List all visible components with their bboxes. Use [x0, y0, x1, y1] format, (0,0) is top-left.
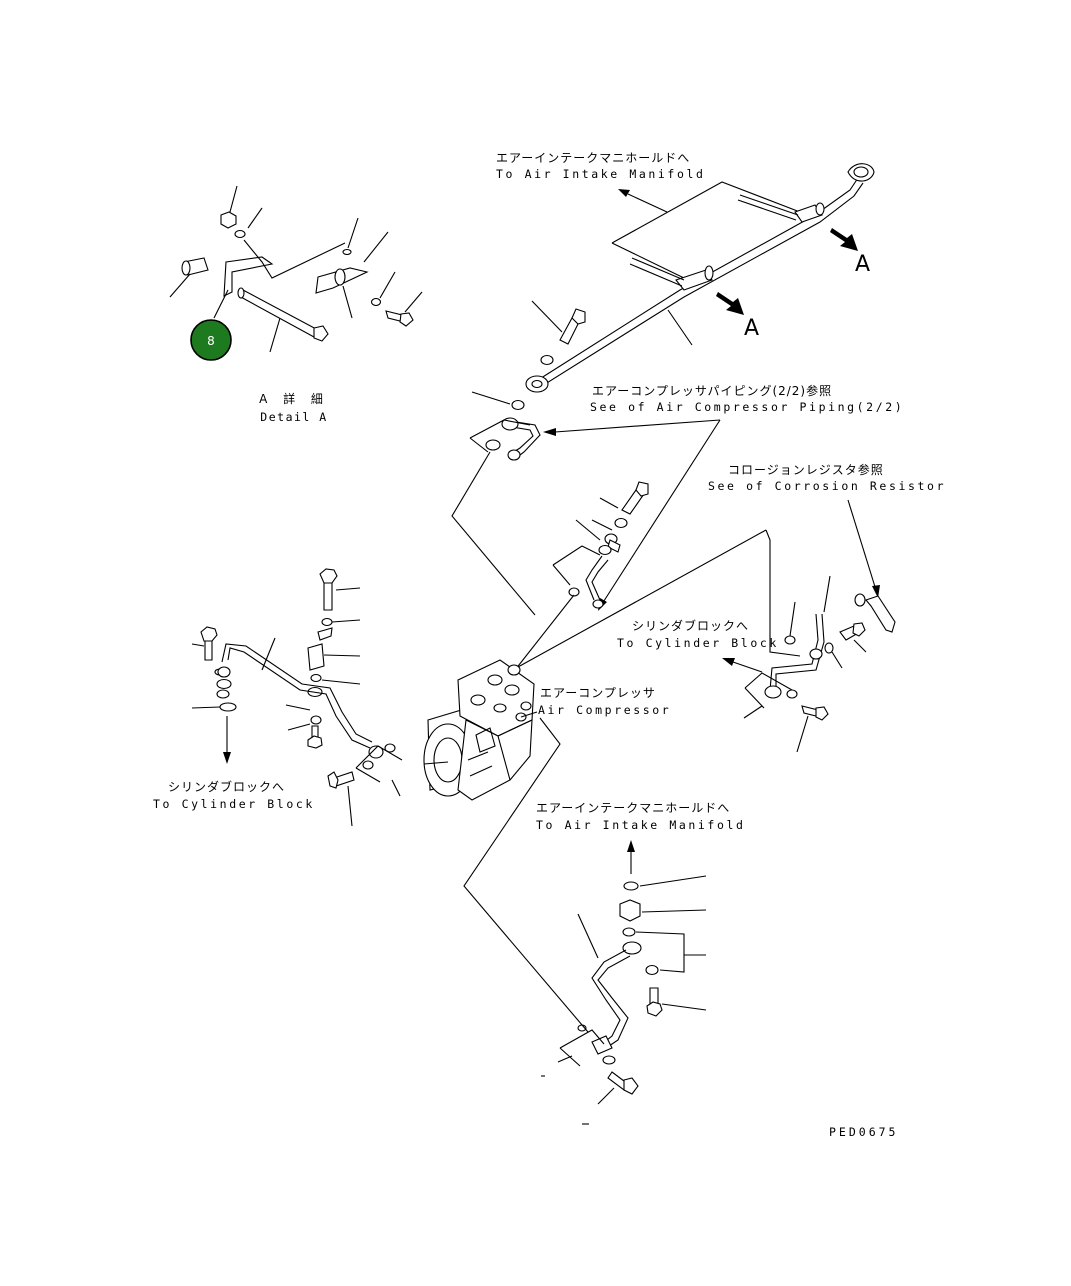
- long-bolt-shaft: [242, 289, 319, 331]
- compressor-label-en: Air Compressor: [538, 703, 671, 717]
- air-compressor[interactable]: [423, 659, 535, 801]
- detail-a-title-jp: A 詳 細: [259, 391, 329, 406]
- cyl-left-label-en: To Cylinder Block: [153, 797, 315, 811]
- washer-part: [784, 635, 796, 645]
- piping-ref-group: エアーコンプレッサパイピング(2/2)参照 See of Air Compres…: [451, 383, 904, 616]
- nut-part: [619, 899, 641, 922]
- left-pipe: [227, 647, 371, 749]
- washer-part: [310, 715, 322, 725]
- o-ring: [219, 702, 237, 712]
- spacer-end: [181, 260, 191, 276]
- view-mark-a: A: [855, 252, 870, 277]
- washer-part: [384, 743, 396, 753]
- cyl-left-label-jp: シリンダブロックへ: [168, 779, 285, 794]
- hose-part: [865, 595, 896, 633]
- intake-bottom-label-jp: エアーインテークマニホールドへ: [536, 801, 730, 815]
- washer-part: [622, 927, 636, 937]
- mid-pipe-group: [514, 481, 649, 671]
- compressor-label-jp: エアーコンプレッサ: [540, 686, 656, 700]
- piping-label-en: See of Air Compressor Piping(2/2): [590, 400, 904, 414]
- pipe-clamp: [794, 204, 823, 223]
- compressor-body: [457, 719, 511, 801]
- bottom-pipe-group: エアーインテークマニホールドへ To Air Intake Manifold: [463, 717, 746, 1125]
- u-bend-pipe: [503, 419, 541, 459]
- washer-part: [540, 354, 554, 366]
- washer-part: [645, 964, 659, 976]
- washer-part: [321, 617, 333, 627]
- corrosion-label-en: See of Corrosion Resistor: [708, 479, 946, 493]
- right-pipe: [769, 613, 819, 691]
- intake-bottom-label-en: To Air Intake Manifold: [536, 818, 746, 832]
- drawing-code: PED0675: [829, 1125, 898, 1139]
- view-mark-a: A: [744, 316, 759, 341]
- cyl-right-label-en: To Cylinder Block: [617, 636, 779, 650]
- bolt-part: [323, 581, 333, 611]
- intake-top-label-en: To Air Intake Manifold: [496, 167, 706, 181]
- washer-part: [485, 439, 501, 451]
- banjo-fitting: [622, 941, 642, 955]
- washer-part: [362, 760, 374, 770]
- intake-top-label-jp: エアーインテークマニホールドへ: [496, 151, 690, 165]
- washer-part: [370, 297, 382, 307]
- washer-part: [598, 544, 612, 556]
- left-pipe-group: シリンダブロックへ To Cylinder Block: [153, 568, 403, 827]
- callout-number: 8: [207, 334, 215, 348]
- detail-a-group: 8 A 詳 細 Detail A: [169, 185, 423, 424]
- washer-part: [786, 689, 798, 699]
- corrosion-group: コロージョンレジスタ参照 See of Corrosion Resistor シ…: [517, 462, 946, 753]
- corrosion-label-jp: コロージョンレジスタ参照: [728, 462, 884, 477]
- washer-part: [511, 399, 525, 411]
- view-arrow-a-lower[interactable]: A: [716, 292, 759, 341]
- nut-part: [220, 211, 237, 229]
- sleeve-part: [307, 643, 325, 671]
- pipe-clamp: [675, 269, 713, 291]
- cyl-right-label-jp: シリンダブロックへ: [632, 618, 749, 633]
- bracket-part: [223, 256, 274, 297]
- view-arrow-a-upper[interactable]: A: [830, 228, 870, 277]
- callout-marker[interactable]: [190, 319, 232, 361]
- long-bolt-head: [313, 325, 329, 342]
- washer-part: [602, 1055, 616, 1065]
- piping-label-jp: エアーコンプレッサパイピング(2/2)参照: [592, 383, 832, 398]
- intake-pipe-group: エアーインテークマニホールドへ To Air Intake Manifold: [471, 151, 875, 411]
- arrow-head: [618, 189, 630, 197]
- bottom-pipe: [591, 949, 627, 1045]
- detail-a-title-en: Detail A: [260, 410, 327, 424]
- o-ring: [623, 881, 639, 891]
- washer-part: [234, 229, 246, 239]
- bolt-part: [204, 639, 213, 661]
- washer-part: [614, 517, 628, 529]
